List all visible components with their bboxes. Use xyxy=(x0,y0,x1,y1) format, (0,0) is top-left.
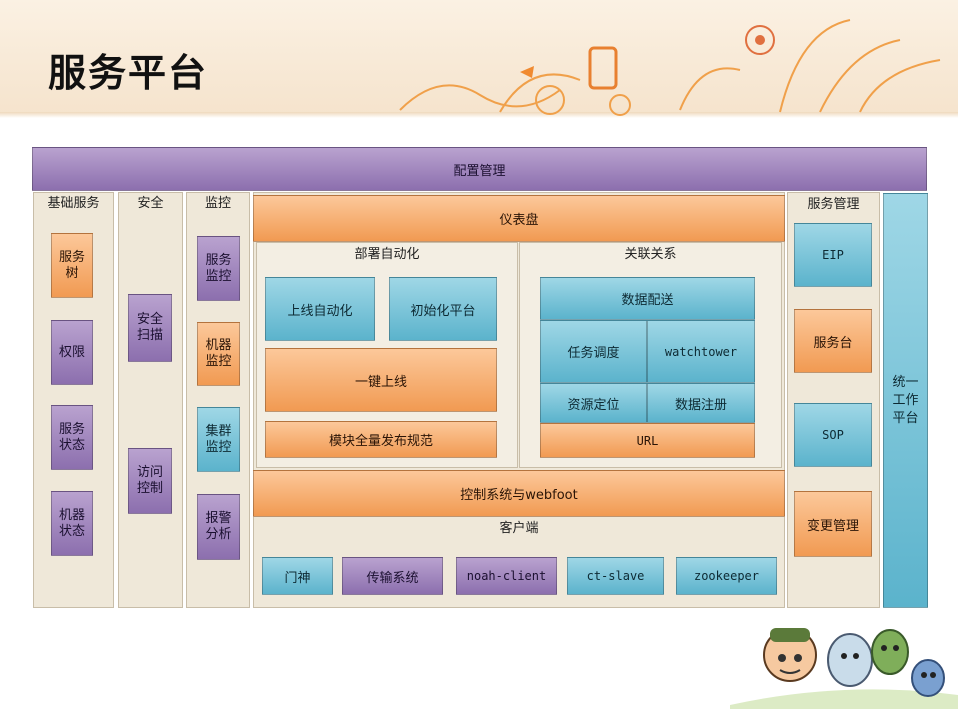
online-automation-box: 上线自动化 xyxy=(265,277,375,341)
access-control-box: 访问 控制 xyxy=(128,448,172,514)
service-management-title: 服务管理 xyxy=(807,197,860,212)
service-monitor-box: 服务 监控 xyxy=(197,236,240,301)
security-panel xyxy=(118,192,183,608)
machine-status-box: 机器 状态 xyxy=(51,491,93,556)
dashboard-bar: 仪表盘 xyxy=(253,195,785,242)
client-ct-slave-box: ct-slave xyxy=(567,557,664,595)
watchtower-box: watchtower xyxy=(647,320,755,383)
config-management-bar: 配置管理 xyxy=(32,147,927,191)
data-register-box: 数据注册 xyxy=(647,383,755,423)
control-system-bar: 控制系统与webfoot xyxy=(253,470,785,517)
client-gatekeeper-box: 门神 xyxy=(262,557,333,595)
header-divider xyxy=(0,112,958,118)
data-distribution-box: 数据配送 xyxy=(540,277,755,320)
change-management-box: 变更管理 xyxy=(794,491,872,557)
security-title: 安全 xyxy=(137,196,164,211)
deploy-automation-title: 部署自动化 xyxy=(354,247,420,262)
client-noah-client-box: noah-client xyxy=(456,557,557,595)
relation-title: 关联关系 xyxy=(624,247,677,262)
permission-box: 权限 xyxy=(51,320,93,385)
unified-work-platform-box: 统一 工作 平台 xyxy=(883,193,928,608)
module-release-spec-box: 模块全量发布规范 xyxy=(265,421,497,458)
basic-services-title: 基础服务 xyxy=(47,196,100,211)
client-transfer-system-box: 传输系统 xyxy=(342,557,443,595)
service-status-box: 服务 状态 xyxy=(51,405,93,470)
service-desk-box: 服务台 xyxy=(794,309,872,373)
cluster-monitor-box: 集群 监控 xyxy=(197,407,240,472)
eip-box: EIP xyxy=(794,223,872,287)
init-platform-box: 初始化平台 xyxy=(389,277,497,341)
monitor-title: 监控 xyxy=(204,196,231,211)
machine-monitor-box: 机器 监控 xyxy=(197,322,240,386)
resource-locate-box: 资源定位 xyxy=(540,383,647,423)
sop-box: SOP xyxy=(794,403,872,467)
header-banner xyxy=(0,0,958,118)
one-click-online-box: 一键上线 xyxy=(265,348,497,412)
url-box: URL xyxy=(540,423,755,458)
security-scan-box: 安全 扫描 xyxy=(128,294,172,362)
decoration-illustration-icon xyxy=(399,19,941,116)
page-title: 服务平台 xyxy=(48,51,209,95)
client-zookeeper-box: zookeeper xyxy=(676,557,777,595)
client-title: 客户端 xyxy=(499,521,539,536)
alarm-analysis-box: 报警 分析 xyxy=(197,494,240,560)
mascot-illustration-icon xyxy=(730,628,958,709)
task-scheduling-box: 任务调度 xyxy=(540,320,647,383)
service-tree-box: 服务 树 xyxy=(51,233,93,298)
